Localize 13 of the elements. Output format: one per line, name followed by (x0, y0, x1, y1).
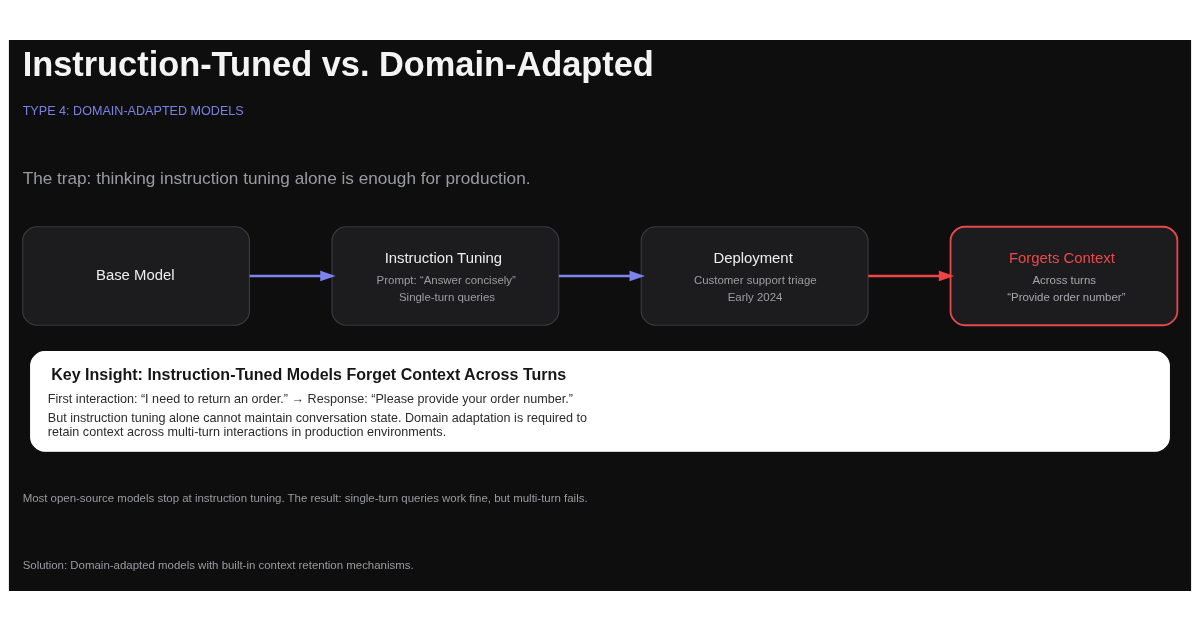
label: TYPE 4: DOMAIN-ADAPTED MODELS (22, 103, 244, 118)
diagram-title: Instruction-Tuned vs. Domain-Adapted (22, 44, 654, 83)
label: Most open-source models stop at instruction tuning. The result: single-turn queries work fine, but multi-turn fails. (22, 491, 588, 504)
node-box: Key Insight: Instruction-Tuned Models Forget Context Across Turns First interaction: “I need to return an order.” → Response: “Please provide your order number.” But instruction tuning alone cannot maintain conversation state. Domain adaptation is required to retain context across multi-turn interactions in production environments. (30, 350, 1170, 452)
node-box: Instruction Tuning Prompt: “Answer concisely” Single-turn queries (331, 225, 560, 326)
label: The trap: thinking instruction tuning alone is enough for production. (22, 167, 531, 188)
node-box: Forgets Context Across turns “Provide order number” (949, 225, 1179, 326)
label: Solution: Domain-adapted models with built-in context retention mechanisms. (22, 558, 414, 571)
arrow (249, 270, 336, 281)
arrow (868, 270, 955, 281)
arrow (558, 270, 645, 281)
node-box: Base Model (22, 225, 251, 326)
node-box: Deployment Customer support triage Early 2024 (640, 225, 869, 326)
